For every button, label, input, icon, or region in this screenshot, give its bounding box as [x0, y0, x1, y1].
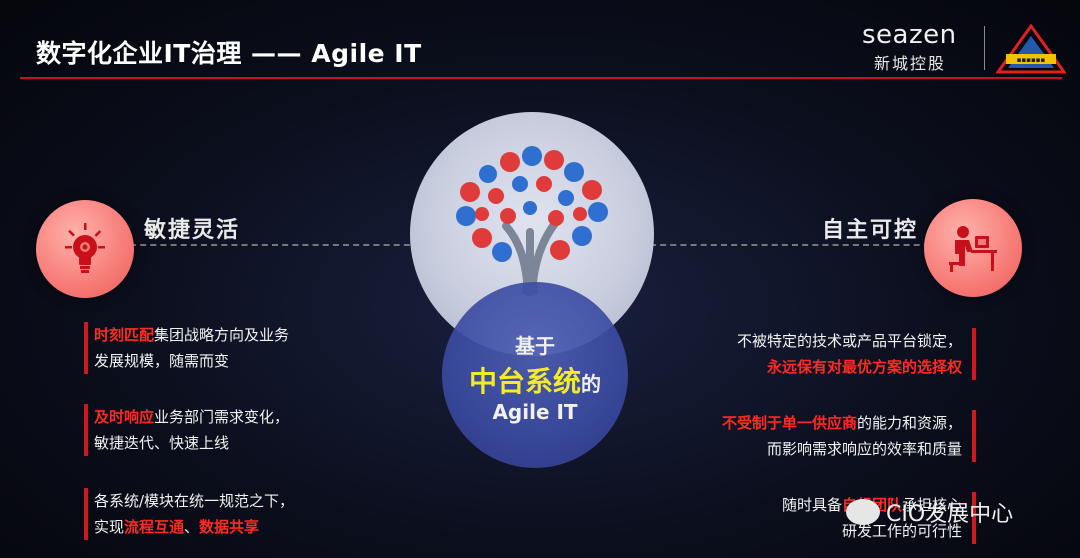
agility-heading: 敏捷灵活 [144, 218, 241, 243]
core-caption-line3: Agile IT [492, 400, 578, 424]
bullet-highlight: 流程互通 [124, 518, 185, 536]
bullet-text: 各系统/模块在统一规范之下， [94, 492, 295, 510]
logo-wordmark: seazen [862, 20, 957, 50]
bullet-text: 而影响需求响应的效率和质量 [766, 440, 962, 458]
lightbulb-gear-icon [65, 223, 105, 273]
bullet-highlight: 不受制于单一供应商 [721, 414, 857, 432]
person-at-desk-icon [949, 226, 997, 272]
bullet-text: 研发工作的可行性 [841, 522, 962, 540]
bullet-text: 不被特定的技术或产品平台锁定， [736, 332, 962, 350]
bullet-marker [84, 488, 88, 540]
logo-chinese-name: 新城控股 [874, 54, 947, 73]
bullet-highlight: 及时响应 [94, 408, 155, 426]
agility-icon-circle [36, 200, 134, 298]
left-dashed-connector [130, 244, 420, 246]
bullet-text: 业务部门需求变化， [154, 408, 290, 426]
watermark-text: CIO发展中心 [886, 502, 1014, 527]
bullet-marker [972, 492, 976, 544]
core-caption-line1: 基于 [515, 334, 555, 358]
bullet-text: 发展规模，随需而变 [94, 352, 230, 370]
right-bullet-2: 不受制于单一供应商的能力和资源， 而影响需求响应的效率和质量 [660, 410, 962, 462]
bullet-marker [972, 328, 976, 380]
watermark: CIO发展中心 [846, 496, 1013, 528]
bullet-text: 实现 [94, 518, 125, 536]
right-bullet-3: 随时具备自组团队承担核心 研发工作的可行性 [660, 492, 962, 544]
control-icon-circle [924, 199, 1022, 297]
header-divider [20, 77, 1062, 79]
bullet-highlight: 数据共享 [199, 518, 260, 536]
bullet-text: 承担核心 [901, 496, 962, 514]
svg-text:▪▪▪▪▪▪: ▪▪▪▪▪▪ [1017, 56, 1046, 64]
bullet-text: 敏捷迭代、快速上线 [94, 434, 230, 452]
bullet-marker [972, 410, 976, 462]
right-dashed-connector [650, 244, 940, 246]
page-title: 数字化企业IT治理 —— Agile IT [36, 39, 422, 68]
left-bullet-3: 各系统/模块在统一规范之下， 实现流程互通、数据共享 [94, 488, 354, 540]
left-bullet-2: 及时响应业务部门需求变化， 敏捷迭代、快速上线 [94, 404, 354, 456]
bullet-text: 、 [184, 518, 200, 536]
bullet-highlight: 永远保有对最优方案的选择权 [766, 358, 962, 376]
brand-logo: seazen 新城控股 [862, 22, 972, 74]
core-caption-suffix: 的 [581, 372, 601, 396]
bullet-highlight: 时刻匹配 [94, 326, 155, 344]
badge-logo-icon: ▪▪▪▪▪▪ [996, 24, 1066, 74]
bullet-text: 随时具备 [781, 496, 842, 514]
logo-separator [984, 26, 985, 70]
bullet-marker [84, 404, 88, 456]
wechat-icon [846, 499, 880, 525]
bullet-text: 集团战略方向及业务 [154, 326, 290, 344]
right-bullet-1: 不被特定的技术或产品平台锁定， 永远保有对最优方案的选择权 [660, 328, 962, 380]
core-caption-line2: 中台系统的 [442, 360, 628, 400]
core-caption-highlight: 中台系统 [468, 365, 581, 398]
left-bullet-1: 时刻匹配集团战略方向及业务 发展规模，随需而变 [94, 322, 354, 374]
agile-it-core-circle [442, 282, 628, 468]
bullet-marker [84, 322, 88, 374]
control-heading: 自主可控 [822, 218, 919, 243]
bullet-text: 的能力和资源， [856, 414, 962, 432]
